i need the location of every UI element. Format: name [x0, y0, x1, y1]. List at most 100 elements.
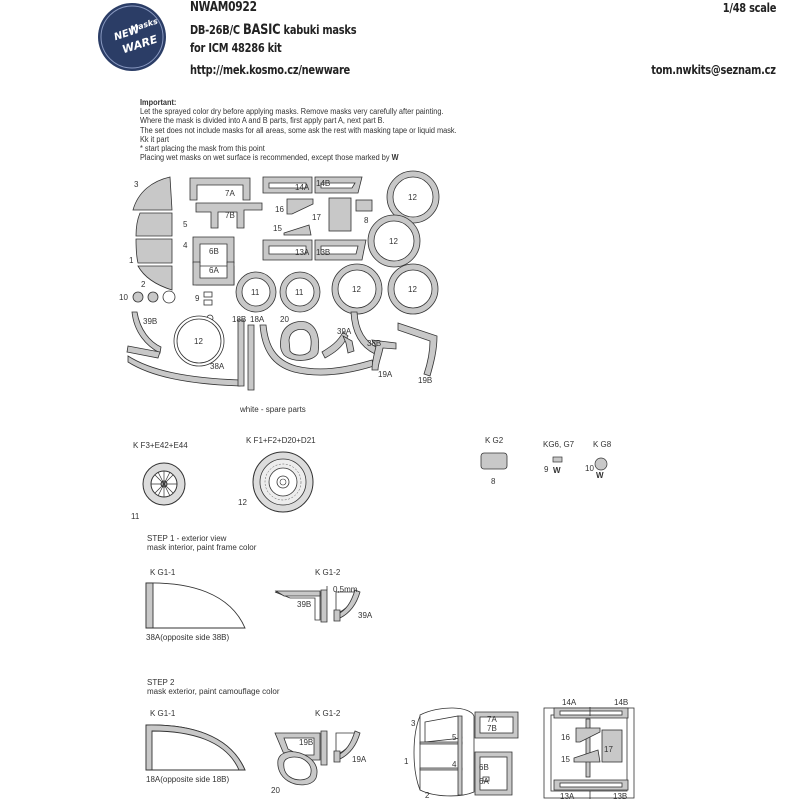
step2-g1: 1 — [404, 757, 409, 766]
mask-6a-frame — [192, 261, 235, 286]
step2-20: 20 — [271, 786, 280, 795]
step2-subtitle: mask exterior, paint camouflage color — [147, 687, 280, 696]
step2-g13b: 13B — [613, 792, 627, 800]
step2-g13a: 13A — [560, 792, 575, 800]
mask-1 — [137, 265, 173, 291]
kit-reference: for ICM 48286 kit — [190, 41, 282, 55]
website-link[interactable]: http://mek.kosmo.cz/newware — [190, 63, 350, 77]
wet-mark-icon: W — [391, 153, 399, 163]
mask-10a — [132, 291, 144, 303]
label-39a: 39A — [337, 327, 352, 336]
mask-3 — [132, 176, 173, 211]
label-13a: 13A — [295, 248, 310, 257]
step2-kg12: K G1-2 — [315, 709, 341, 718]
kg8-num: 10 — [585, 464, 594, 473]
label-2: 2 — [141, 280, 146, 289]
step1-dim: 0,5mm — [333, 585, 358, 594]
mask-18b — [247, 324, 255, 391]
email-link[interactable]: tom.nwkits@seznam.cz — [651, 63, 777, 77]
label-12e: 12 — [194, 337, 203, 346]
label-16: 16 — [275, 205, 284, 214]
wheel-left-label: K F3+E42+E44 — [133, 441, 188, 450]
mask-13b — [314, 239, 367, 261]
mask-39a-b — [342, 335, 355, 354]
title-basic: BASIC — [242, 22, 281, 38]
wheel-right-num: 12 — [238, 498, 247, 507]
step2-g6a: 6A — [479, 777, 489, 786]
mask-g8 — [594, 457, 608, 471]
label-20: 20 — [280, 315, 289, 324]
kg67-wet-icon: W — [553, 466, 561, 475]
step2-g7b: 7B — [487, 724, 497, 733]
label-19b: 19B — [418, 376, 432, 385]
mask-15 — [283, 224, 312, 236]
kg67-num: 9 — [544, 465, 549, 474]
glazing-overview — [413, 707, 519, 797]
kg2-label: K G2 — [485, 436, 504, 445]
step2-title: STEP 2 — [147, 678, 175, 687]
label-4: 4 — [183, 241, 188, 250]
note-line: Where the mask is divided into A and B p… — [140, 116, 385, 126]
mask-9a — [203, 291, 213, 298]
notes-heading: Important: — [140, 98, 177, 107]
step2-g6b: 6B — [479, 763, 489, 772]
step1-frame-parts — [274, 586, 361, 623]
step1-title: STEP 1 - exterior view — [147, 534, 227, 543]
spare-parts-note: white - spare parts — [239, 405, 306, 414]
step2-g7a: 7A — [487, 715, 497, 724]
label-7a: 7A — [225, 189, 235, 198]
step1-caption: 38A(opposite side 38B) — [146, 633, 230, 642]
step2-g17: 17 — [604, 745, 613, 754]
step2-g3: 3 — [411, 719, 416, 728]
note-line: Let the sprayed color dry before applyin… — [140, 107, 444, 117]
step2-frame-parts — [274, 730, 361, 786]
wheel-left — [142, 462, 186, 506]
mask-39a — [321, 331, 349, 359]
scale-label: 1/48 scale — [722, 1, 777, 15]
label-15: 15 — [273, 224, 282, 233]
wheel-right — [252, 451, 314, 513]
mask-7a — [189, 177, 251, 201]
label-12d: 12 — [408, 285, 417, 294]
label-12a: 12 — [408, 193, 417, 202]
label-14a: 14A — [295, 183, 310, 192]
product-code: NWAM0922 — [190, 0, 257, 15]
label-13b: 13B — [316, 248, 330, 257]
label-19a: 19A — [378, 370, 393, 379]
mask-5 — [135, 212, 173, 237]
mask-12-spare — [173, 315, 225, 367]
step2-g14b: 14B — [614, 698, 628, 707]
mask-4 — [135, 238, 173, 264]
mask-10b — [147, 291, 159, 303]
step1-39b: 39B — [297, 600, 311, 609]
mask-39b — [131, 311, 162, 354]
step2-g2: 2 — [425, 791, 430, 800]
step2-g15: 15 — [561, 755, 570, 764]
title-suffix: kabuki masks — [283, 23, 357, 37]
mask-19b — [397, 322, 438, 377]
label-12b: 12 — [389, 237, 398, 246]
newware-logo: NEW Masks WARE — [97, 2, 167, 72]
mask-39b-base — [126, 345, 161, 359]
note-line: * start placing the mask from this point — [140, 144, 265, 154]
step2-19b: 19B — [299, 738, 313, 747]
mask-17 — [328, 197, 352, 232]
label-39b: 39B — [143, 317, 157, 326]
product-title: DB-26B/C BASIC kabuki masks — [190, 22, 357, 38]
important-notes: Important: Let the sprayed color dry bef… — [140, 98, 457, 162]
mask-19a — [371, 339, 397, 371]
mask-14a — [262, 176, 313, 194]
step2-canopy-half — [145, 724, 246, 771]
step2-19a: 19A — [352, 755, 367, 764]
step2-g16: 16 — [561, 733, 570, 742]
kg2-num: 8 — [491, 477, 496, 486]
note-line: Placing wet masks on wet surface is reco… — [140, 153, 399, 163]
label-12c: 12 — [352, 285, 361, 294]
label-17: 17 — [312, 213, 321, 222]
mask-10c — [162, 290, 176, 304]
title-prefix: DB-26B/C — [190, 23, 240, 37]
step2-g4: 4 — [452, 760, 457, 769]
mask-g67 — [552, 456, 563, 463]
note-line: The set does not include masks for all a… — [140, 125, 457, 135]
